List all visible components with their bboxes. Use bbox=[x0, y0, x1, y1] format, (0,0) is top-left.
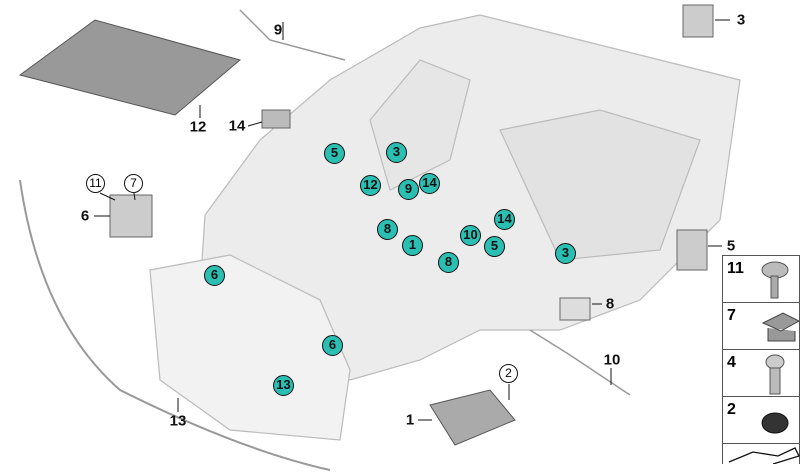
label-5[interactable]: 5 bbox=[726, 237, 736, 255]
callout-5[interactable]: 5 bbox=[324, 143, 345, 164]
callout-12[interactable]: 12 bbox=[360, 175, 381, 196]
panel-more-icon[interactable] bbox=[722, 443, 800, 465]
callout-3[interactable]: 3 bbox=[386, 142, 407, 163]
callout-6[interactable]: 6 bbox=[322, 335, 343, 356]
circled-label-11[interactable]: 11 bbox=[86, 174, 105, 193]
callout-13[interactable]: 13 bbox=[273, 375, 294, 396]
callout-9[interactable]: 9 bbox=[398, 179, 419, 200]
callout-14[interactable]: 14 bbox=[419, 173, 440, 194]
small-parts-panel: 11 7 4 2 bbox=[722, 255, 800, 465]
panel-item-7[interactable]: 7 bbox=[722, 302, 800, 349]
callout-6[interactable]: 6 bbox=[204, 265, 225, 286]
circled-label-2[interactable]: 2 bbox=[499, 364, 518, 383]
label-1[interactable]: 1 bbox=[405, 411, 415, 429]
callout-5[interactable]: 5 bbox=[484, 236, 505, 257]
callout-3[interactable]: 3 bbox=[555, 243, 576, 264]
callout-14[interactable]: 14 bbox=[494, 209, 515, 230]
callout-8[interactable]: 8 bbox=[438, 252, 459, 273]
label-10[interactable]: 10 bbox=[603, 351, 621, 369]
seat-mat-part bbox=[18, 19, 242, 116]
label-6[interactable]: 6 bbox=[80, 207, 90, 225]
bolt-icon bbox=[765, 354, 785, 395]
circled-label-7[interactable]: 7 bbox=[124, 174, 143, 193]
panel-item-4[interactable]: 4 bbox=[722, 349, 800, 396]
label-12[interactable]: 12 bbox=[189, 118, 207, 136]
panel-item-2[interactable]: 2 bbox=[722, 396, 800, 443]
label-14[interactable]: 14 bbox=[228, 117, 246, 135]
label-8[interactable]: 8 bbox=[605, 295, 615, 313]
label-9[interactable]: 9 bbox=[273, 21, 283, 39]
clip-nut-icon bbox=[761, 312, 800, 342]
control-unit-part bbox=[429, 389, 516, 446]
label-13[interactable]: 13 bbox=[169, 412, 187, 430]
label-3[interactable]: 3 bbox=[736, 11, 746, 29]
callout-10[interactable]: 10 bbox=[460, 225, 481, 246]
screw-washer-icon bbox=[761, 261, 789, 299]
panel-item-11[interactable]: 11 bbox=[722, 255, 800, 302]
nut-icon bbox=[761, 412, 789, 434]
callout-8[interactable]: 8 bbox=[377, 219, 398, 240]
callout-1[interactable]: 1 bbox=[402, 235, 423, 256]
